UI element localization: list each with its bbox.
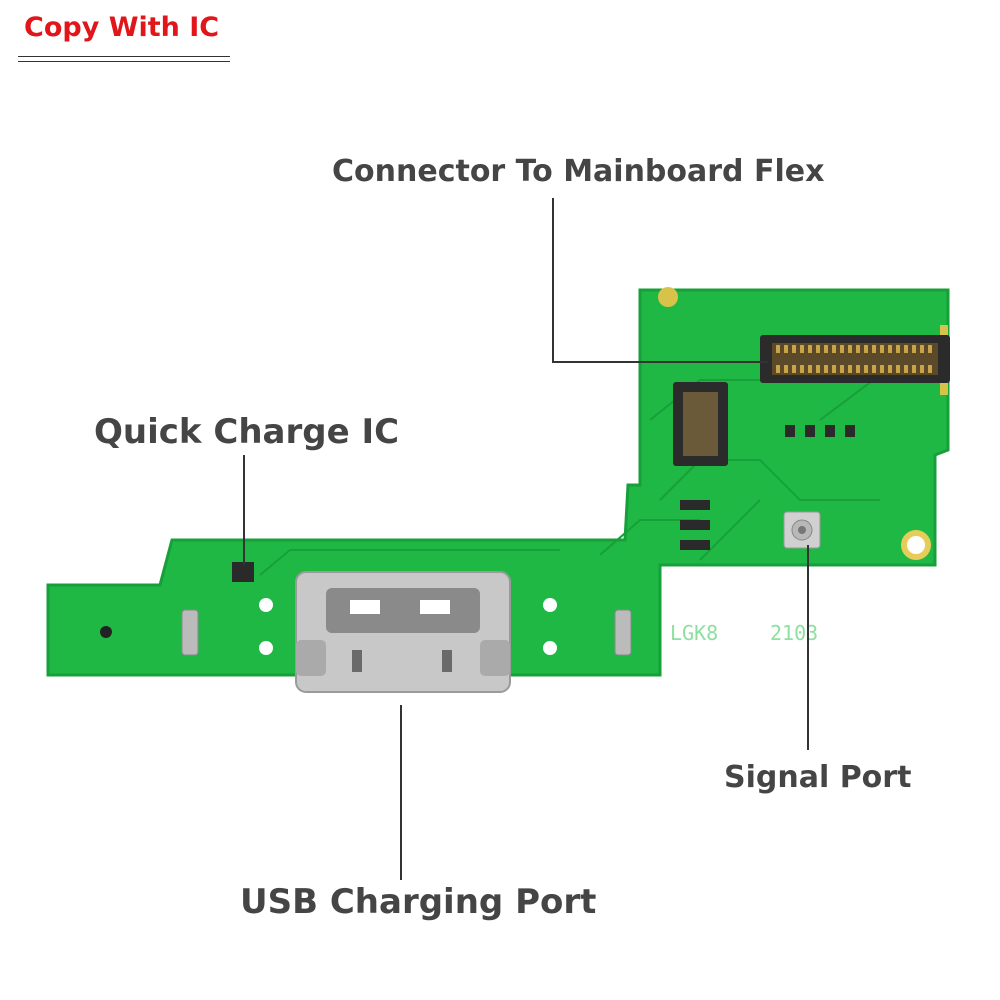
board-model-marking: LGK8 — [670, 621, 718, 645]
connector-pin — [904, 365, 908, 373]
connector-pin — [872, 365, 876, 373]
connector-pin — [784, 365, 788, 373]
connector-pin — [920, 365, 924, 373]
connector-pin — [856, 345, 860, 353]
connector-pin — [792, 365, 796, 373]
copy-with-ic-badge: Copy With IC — [18, 8, 230, 64]
connector-pin — [848, 365, 852, 373]
connector-pin — [888, 345, 892, 353]
metal-tab-left — [181, 609, 199, 656]
badge-text: Copy With IC — [24, 12, 220, 43]
connector-pin — [888, 365, 892, 373]
connector-pin — [904, 345, 908, 353]
signal-port-label: Signal Port — [724, 760, 912, 795]
mainboard-connector — [760, 335, 950, 383]
usb-port — [295, 571, 511, 693]
callout-line-connector — [552, 198, 768, 363]
connector-pin — [832, 345, 836, 353]
connector-pin — [808, 365, 812, 373]
quick-charge-label: Quick Charge IC — [94, 412, 400, 452]
connector-pin — [816, 345, 820, 353]
connector-pin — [864, 365, 868, 373]
badge-rule-bottom — [18, 61, 230, 62]
connector-pin — [816, 365, 820, 373]
connector-pin — [840, 365, 844, 373]
connector-pin — [848, 345, 852, 353]
connector-pin — [800, 345, 804, 353]
gold-pad — [658, 287, 678, 307]
smd-components — [232, 425, 855, 582]
connector-pin — [776, 345, 780, 353]
signal-port-connector — [783, 511, 821, 549]
connector-label: Connector To Mainboard Flex — [332, 154, 825, 189]
board-code-marking: 2103 — [770, 621, 818, 645]
connector-pin — [912, 345, 916, 353]
connector-pin — [784, 345, 788, 353]
usb-port-label: USB Charging Port — [240, 882, 597, 922]
connector-pin — [776, 365, 780, 373]
connector-pin — [880, 365, 884, 373]
connector-pin — [864, 345, 868, 353]
connector-pin — [896, 345, 900, 353]
callout-lines — [243, 198, 809, 880]
connector-pin — [928, 365, 932, 373]
connector-pin — [800, 365, 804, 373]
connector-pin — [856, 365, 860, 373]
metal-tab-right — [614, 609, 632, 656]
connector-pin — [872, 345, 876, 353]
connector-pin — [920, 345, 924, 353]
quick-charge-ic-chip — [232, 562, 254, 582]
connector-pin — [880, 345, 884, 353]
connector-pin — [896, 365, 900, 373]
connector-pin — [832, 365, 836, 373]
connector-pin — [928, 345, 932, 353]
connector-pin — [792, 345, 796, 353]
connector-pin — [808, 345, 812, 353]
small-connector — [673, 382, 728, 466]
connector-pin — [912, 365, 916, 373]
connector-pin — [824, 345, 828, 353]
connector-pin — [824, 365, 828, 373]
badge-rule-top — [18, 56, 230, 57]
connector-pin — [840, 345, 844, 353]
